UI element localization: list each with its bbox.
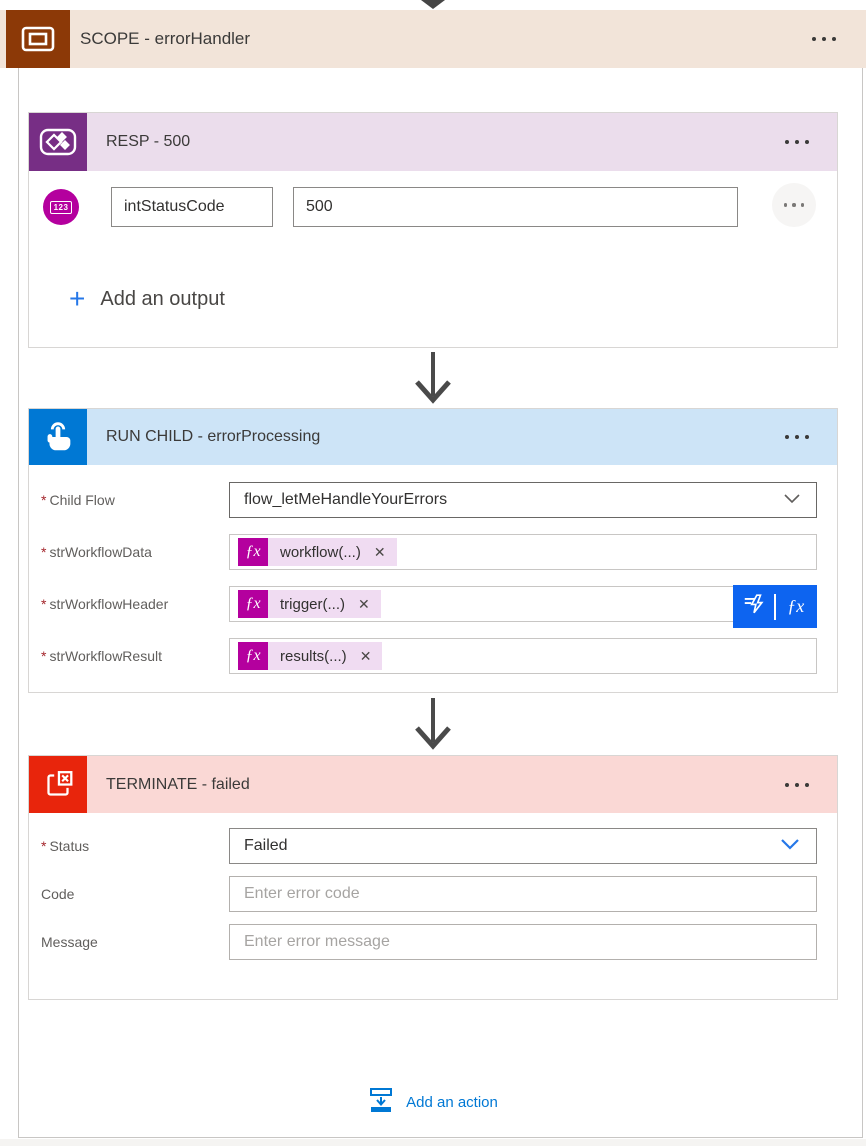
expression-token[interactable]: ƒx results(...) ✕ bbox=[238, 642, 383, 670]
error-message-input[interactable] bbox=[230, 925, 816, 959]
action-card-run-child: RUN CHILD - errorProcessing *Child Flow … bbox=[28, 408, 838, 693]
code-field bbox=[229, 876, 817, 912]
scope-card-header[interactable]: SCOPE - errorHandler bbox=[0, 10, 866, 68]
expression-token[interactable]: ƒx workflow(...) ✕ bbox=[238, 538, 397, 566]
ellipsis-icon bbox=[783, 203, 805, 207]
required-marker: * bbox=[41, 544, 47, 560]
terminate-form: *Status Failed Code bbox=[29, 813, 837, 999]
scope-body: RESP - 500 123 + bbox=[18, 68, 863, 1138]
incoming-connector-arrowhead-icon bbox=[421, 0, 445, 9]
resp-more-button[interactable] bbox=[781, 132, 813, 152]
message-label: Message bbox=[41, 934, 98, 950]
dynamic-content-flyout: ƒx bbox=[733, 585, 817, 628]
run-child-card-header[interactable]: RUN CHILD - errorProcessing bbox=[29, 409, 837, 465]
integer-type-icon: 123 bbox=[43, 189, 79, 225]
output-name-input[interactable] bbox=[111, 187, 273, 227]
token-remove-icon[interactable]: ✕ bbox=[373, 543, 386, 560]
chevron-down-icon bbox=[780, 837, 800, 855]
resp-card-title: RESP - 500 bbox=[106, 133, 191, 150]
run-child-form: *Child Flow flow_letMeHandleYourErrors *… bbox=[29, 465, 837, 692]
child-flow-label: *Child Flow bbox=[41, 492, 115, 508]
hand-tap-icon bbox=[29, 409, 87, 465]
str-workflow-result-input[interactable]: ƒx results(...) ✕ bbox=[229, 638, 817, 674]
canvas-background-strip bbox=[0, 1139, 866, 1146]
str-workflow-header-row: *strWorkflowHeader ƒx trigger(...) ✕ bbox=[41, 585, 817, 628]
scope-title: SCOPE - errorHandler bbox=[80, 29, 251, 48]
message-row: Message bbox=[41, 924, 817, 960]
str-workflow-data-label: *strWorkflowData bbox=[41, 544, 152, 560]
resp-card-body: 123 + Add an output bbox=[29, 171, 837, 347]
required-marker: * bbox=[41, 492, 47, 508]
action-card-resp: RESP - 500 123 + bbox=[28, 112, 838, 348]
fx-expression-icon: ƒx bbox=[238, 642, 268, 670]
str-workflow-result-label: *strWorkflowResult bbox=[41, 648, 162, 664]
terminate-card-header[interactable]: TERMINATE - failed bbox=[29, 756, 837, 813]
integer-badge-label: 123 bbox=[49, 200, 73, 214]
status-value: Failed bbox=[244, 837, 288, 854]
add-action-label: Add an action bbox=[406, 1093, 498, 1111]
plus-icon: + bbox=[69, 283, 86, 314]
terminate-more-button[interactable] bbox=[781, 775, 813, 795]
str-workflow-data-input[interactable]: ƒx workflow(...) ✕ bbox=[229, 534, 817, 570]
dynamic-content-button[interactable] bbox=[734, 585, 774, 628]
add-output-button[interactable]: + Add an output bbox=[69, 285, 225, 313]
token-label: results(...) bbox=[280, 647, 347, 665]
add-action-button[interactable]: Add an action bbox=[28, 1086, 838, 1118]
output-value-input[interactable] bbox=[293, 187, 738, 227]
required-marker: * bbox=[41, 648, 47, 664]
expression-button[interactable]: ƒx bbox=[776, 585, 816, 628]
expression-token[interactable]: ƒx trigger(...) ✕ bbox=[238, 590, 381, 618]
run-child-more-button[interactable] bbox=[781, 427, 813, 447]
fx-expression-icon: ƒx bbox=[238, 538, 268, 566]
required-marker: * bbox=[41, 838, 47, 854]
status-label: *Status bbox=[41, 838, 90, 854]
terminate-card-title: TERMINATE - failed bbox=[106, 775, 250, 793]
run-child-card-title: RUN CHILD - errorProcessing bbox=[106, 428, 321, 445]
output-row-more-button[interactable] bbox=[772, 183, 816, 227]
action-card-terminate: TERMINATE - failed *Status Failed bbox=[28, 755, 838, 1000]
token-remove-icon[interactable]: ✕ bbox=[359, 647, 372, 664]
add-output-label: Add an output bbox=[100, 287, 225, 310]
code-row: Code bbox=[41, 876, 817, 912]
str-workflow-header-label: *strWorkflowHeader bbox=[41, 596, 169, 612]
scope-more-button[interactable] bbox=[808, 29, 840, 49]
child-flow-dropdown[interactable]: flow_letMeHandleYourErrors bbox=[229, 482, 817, 518]
output-row: 123 bbox=[43, 183, 837, 229]
flyout-divider bbox=[774, 593, 776, 620]
status-dropdown[interactable]: Failed bbox=[229, 828, 817, 864]
connector-arrow-icon bbox=[28, 350, 838, 406]
token-label: trigger(...) bbox=[280, 595, 346, 613]
required-marker: * bbox=[41, 596, 47, 612]
token-label: workflow(...) bbox=[280, 543, 361, 561]
resp-card-header[interactable]: RESP - 500 bbox=[29, 113, 837, 171]
str-workflow-header-input[interactable]: ƒx trigger(...) ✕ bbox=[229, 585, 817, 628]
message-field bbox=[229, 924, 817, 960]
power-apps-response-icon bbox=[29, 113, 87, 171]
str-workflow-result-row: *strWorkflowResult ƒx results(...) ✕ bbox=[41, 638, 817, 674]
child-flow-row: *Child Flow flow_letMeHandleYourErrors bbox=[41, 482, 817, 518]
str-workflow-data-row: *strWorkflowData ƒx workflow(...) ✕ bbox=[41, 534, 817, 570]
terminate-icon bbox=[29, 756, 87, 813]
fx-icon: ƒx bbox=[787, 596, 805, 616]
connector-arrow-icon bbox=[28, 696, 838, 752]
chevron-down-icon bbox=[784, 491, 800, 509]
code-label: Code bbox=[41, 886, 75, 902]
fx-expression-icon: ƒx bbox=[238, 590, 268, 618]
insert-step-icon bbox=[368, 1086, 394, 1118]
token-remove-icon[interactable]: ✕ bbox=[358, 595, 370, 612]
status-row: *Status Failed bbox=[41, 828, 817, 864]
scope-icon bbox=[6, 10, 70, 68]
error-code-input[interactable] bbox=[230, 877, 816, 911]
child-flow-value: flow_letMeHandleYourErrors bbox=[244, 491, 448, 508]
lightning-bolt-icon bbox=[742, 592, 766, 621]
